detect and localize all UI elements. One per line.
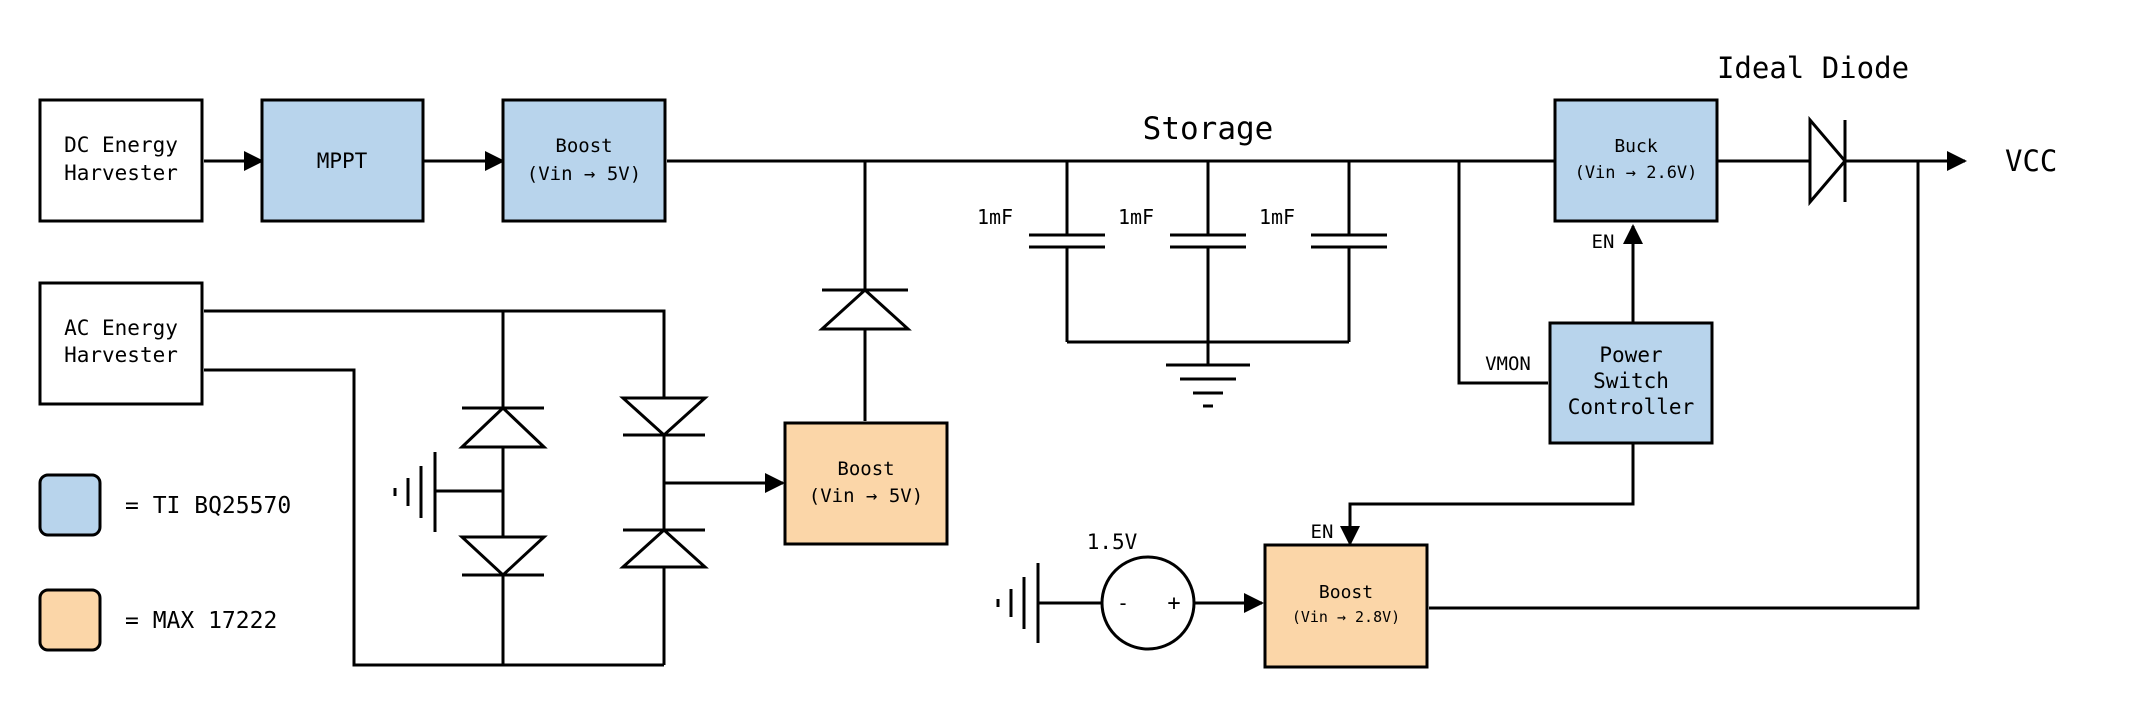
block-ac-harvester-box [38,281,204,406]
cap3-label: 1mF [1259,205,1295,229]
ideal-diode-label: Ideal Diode [1717,51,1909,85]
block-dc-harvester-box [38,98,204,223]
legend-swatch-ti [38,473,102,537]
block-label: MPPT [317,149,368,173]
block-mppt-box [260,98,425,223]
voltage-source-icon: - + [1100,555,1196,651]
block-label: (Vin → 5V) [527,163,641,185]
legend-text-ti: = TI BQ25570 [125,493,291,519]
block-power-switch-box [1548,321,1714,445]
rectifier-diode-left-top-icon [458,405,548,449]
en-boost-label: EN [1311,521,1334,543]
rectifier-diode-right-top-icon [619,396,709,438]
block-label: Controller [1568,395,1694,419]
wire-ac-top-to-right-diodes [244,309,666,398]
storage-ground-icon [1166,363,1250,408]
block-label: (Vin → 2.6V) [1575,163,1698,183]
block-label: Buck [1614,136,1658,157]
block-label: Boost [837,458,894,480]
cap1-label: 1mF [977,205,1013,229]
block-mppt: MPPT [260,98,425,223]
en-buck-label: EN [1592,231,1615,253]
block-label: (Vin → 2.8V) [1292,608,1400,626]
vmon-label: VMON [1485,353,1531,375]
block-label: (Vin → 5V) [809,485,923,507]
source-plus-label: + [1167,591,1180,616]
block-boost-top-box [501,98,667,223]
wires [204,151,1967,667]
capacitor-1-icon [1029,233,1105,249]
wire-en-boost [1340,444,1635,546]
block-label: Boost [555,135,612,157]
rectifier-ground-icon [393,452,437,532]
rectifier-diode-right-bottom-icon [619,527,709,569]
capacitor-2-icon [1170,233,1246,249]
vcc-label: VCC [2005,144,2057,178]
block-power-switch: Power Switch Controller [1548,321,1714,445]
legend-text-max: = MAX 17222 [125,608,277,634]
block-label: DC Energy [64,133,178,157]
block-label: Power [1599,343,1662,367]
storage-label: Storage [1143,111,1274,147]
wire-ac-bottom-return [204,368,664,667]
block-label: Boost [1319,582,1373,603]
legend: = TI BQ25570 = MAX 17222 [38,473,291,652]
capacitor-3-icon [1311,233,1387,249]
block-dc-harvester: DC Energy Harvester [38,98,204,223]
block-boost-ac: Boost (Vin → 5V) [783,421,949,546]
wire-vmon [1457,161,1548,385]
block-label: Harvester [64,161,178,185]
battery-voltage-label: 1.5V [1087,530,1138,554]
cap2-label: 1mF [1118,205,1154,229]
block-buck-box [1553,98,1719,223]
block-boost-battery: Boost (Vin → 2.8V) [1263,543,1429,669]
rail-diode-icon [818,287,912,331]
battery-ground-icon [996,563,1040,643]
wire-boost-battery-to-vcc [1429,161,1920,610]
block-boost-top: Boost (Vin → 5V) [501,98,667,223]
block-boost-ac-box [783,421,949,546]
block-label: Harvester [64,343,178,367]
block-ac-harvester: AC Energy Harvester [38,281,204,406]
source-minus-label: - [1117,591,1129,615]
block-label: Switch [1593,369,1669,393]
block-label: AC Energy [64,316,178,340]
ideal-diode-icon [1808,115,1847,207]
block-boost-battery-box [1263,543,1429,669]
block-buck: Buck (Vin → 2.6V) [1553,98,1719,223]
legend-swatch-max [38,588,102,652]
rectifier-diode-left-bottom-icon [458,535,548,578]
